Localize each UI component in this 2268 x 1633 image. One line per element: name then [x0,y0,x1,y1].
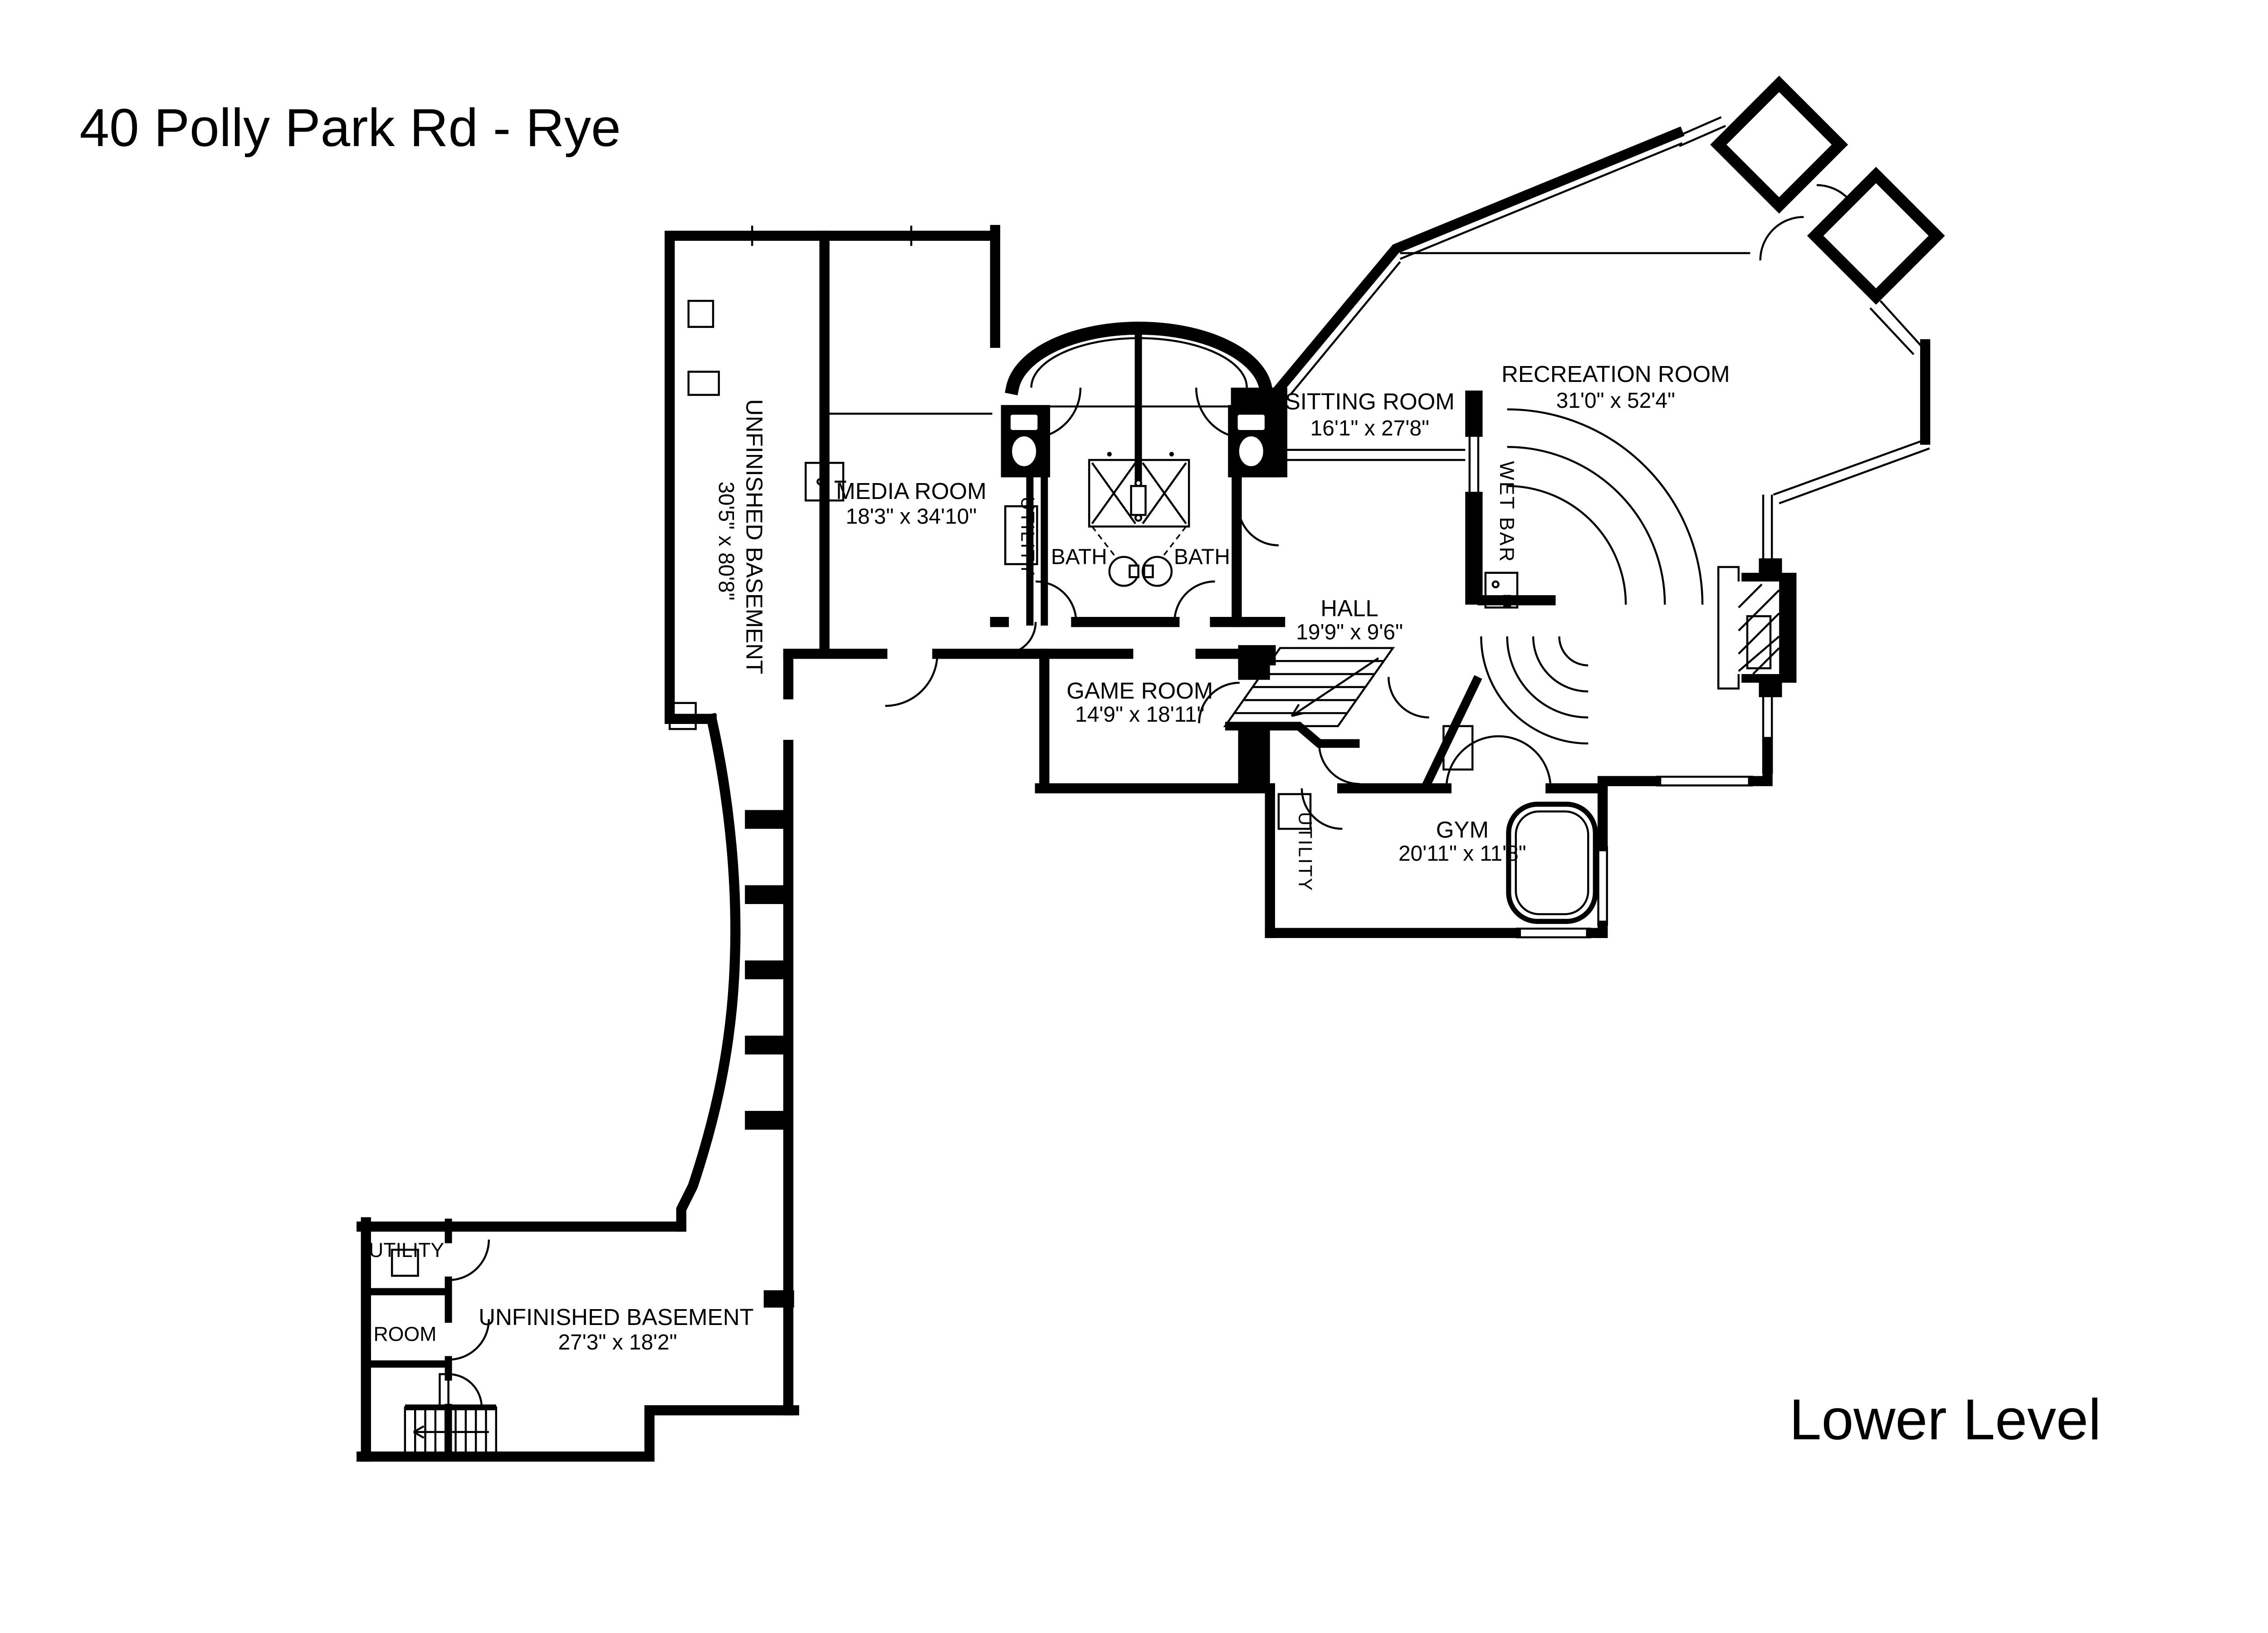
room-label-wet-bar: WET BAR [1496,461,1518,563]
level-label: Lower Level [1789,1388,2102,1452]
room-dims-media-room: 18'3" x 34'10" [846,504,977,528]
room-label-hall: HALL [1320,595,1378,621]
room-label-gym: GYM [1436,816,1489,842]
floor-plan-page: 40 Polly Park Rd - Rye Lower Level UNFIN… [79,75,2102,1462]
room-dims-unfinished-basement-upper: 30'5" x 80'8" [714,481,738,600]
walls [357,75,1945,1462]
room-dims-sitting-room: 16'1" x 27'8" [1310,416,1429,440]
room-label-unfinished-basement-lower: UNFINISHED BASEMENT [479,1304,754,1330]
room-label-room-lower: ROOM [373,1323,436,1345]
toilet-left [1008,412,1040,469]
page-title: 40 Polly Park Rd - Rye [79,98,621,158]
toilet-right [1236,412,1267,469]
room-label-utility-upper: UTILITY [1017,497,1038,577]
room-dims-gym: 20'11" x 11'8" [1398,841,1526,865]
room-dims-unfinished-basement-lower: 27'3" x 18'2" [558,1330,677,1354]
floor-plan-svg: 40 Polly Park Rd - Rye Lower Level UNFIN… [79,75,2102,1462]
room-label-recreation-room: RECREATION ROOM [1501,361,1730,387]
room-label-game-room: GAME ROOM [1066,678,1213,704]
room-dims-game-room: 14'9" x 18'11" [1075,703,1204,727]
room-label-utility-lower: UTILITY [369,1239,444,1261]
room-label-unfinished-basement-upper: UNFINISHED BASEMENT [741,399,767,675]
room-dims-recreation-room: 31'0" x 52'4" [1556,389,1675,413]
room-label-bath-right: BATH [1174,545,1230,569]
interior-details [391,116,1930,1277]
wall-masses [745,387,1797,1308]
room-label-bath-left: BATH [1051,545,1107,569]
room-label-utility-gym: UTILITY [1295,812,1316,892]
room-dims-hall: 19'9" x 9'6" [1296,620,1403,644]
room-label-media-room: MEDIA ROOM [836,478,987,504]
room-label-sitting-room: SITTING ROOM [1285,388,1455,414]
